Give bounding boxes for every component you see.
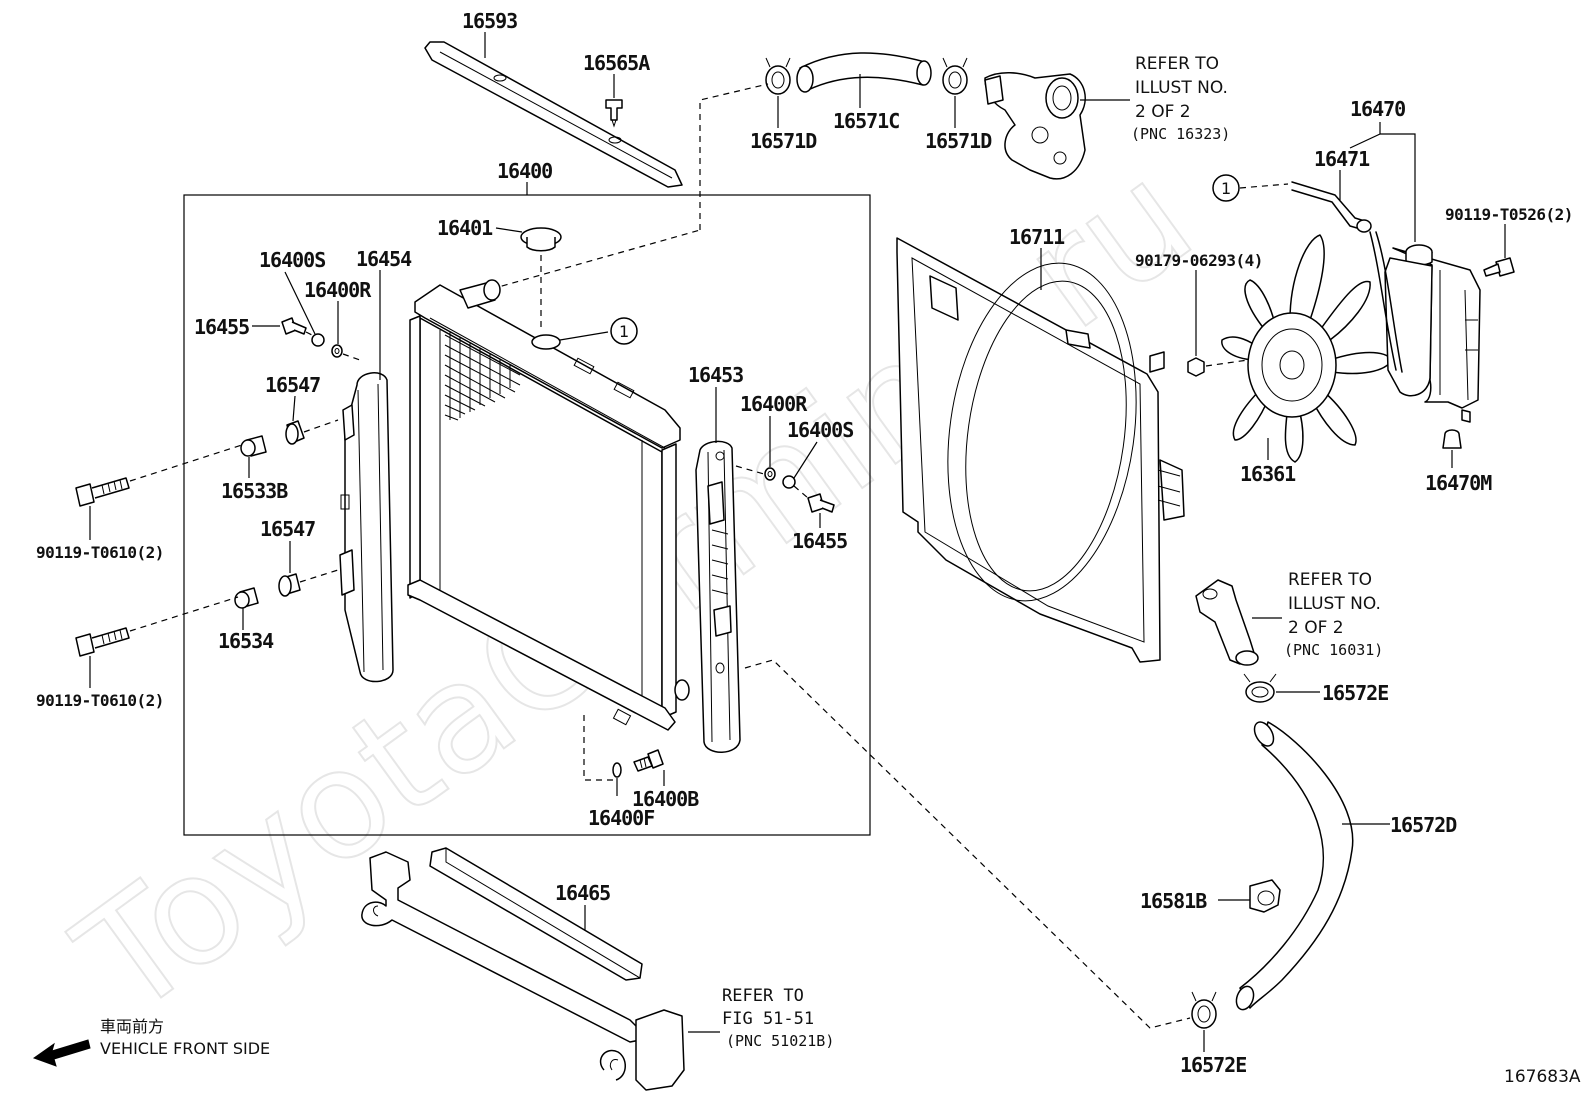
- radiator-filler-neck: [531, 334, 561, 350]
- svg-text:(PNC 51021B): (PNC 51021B): [726, 1032, 834, 1050]
- label-90119-T0526: 90119-T0526(2): [1445, 205, 1573, 224]
- radiator-support-seal-16593[interactable]: [424, 41, 683, 188]
- label-90119-T0610-upper: 90119-T0610(2): [36, 543, 164, 562]
- nut-16400R-right[interactable]: [764, 467, 776, 481]
- label-16400S-right: 16400S: [787, 418, 853, 442]
- nut-90179-06293[interactable]: [1187, 357, 1205, 377]
- svg-text:FIG 51-51: FIG 51-51: [722, 1009, 814, 1029]
- svg-text:車両前方: 車両前方: [100, 1017, 164, 1036]
- hose-clamp-16572E-upper[interactable]: [1243, 673, 1277, 703]
- svg-text:REFER TO: REFER TO: [1288, 570, 1372, 590]
- svg-text:VEHICLE FRONT SIDE: VEHICLE FRONT SIDE: [100, 1039, 270, 1058]
- hose-clamp-16572E-lower[interactable]: [1191, 991, 1217, 1029]
- reservoir-hose-16471[interactable]: [1291, 181, 1403, 373]
- drain-cock-16400B[interactable]: [633, 749, 664, 772]
- vehicle-front-indicator: 車両前方 VEHICLE FRONT SIDE: [32, 1017, 270, 1067]
- clip-16565A[interactable]: [605, 99, 623, 128]
- label-16571D-right: 16571D: [925, 129, 992, 153]
- washer-16400S-left[interactable]: [311, 333, 325, 347]
- label-16470: 16470: [1350, 97, 1405, 121]
- svg-text:ILLUST NO.: ILLUST NO.: [1135, 78, 1228, 98]
- label-16455-right: 16455: [792, 529, 847, 553]
- ref-circle-1-radiator: [610, 317, 638, 345]
- label-16711: 16711: [1009, 225, 1065, 249]
- label-16400B: 16400B: [632, 787, 699, 811]
- label-16453: 16453: [688, 363, 743, 387]
- bolt-90119-T0610-lower[interactable]: [75, 627, 130, 657]
- upper-hose-16571C[interactable]: [796, 52, 932, 93]
- o-ring-16400F[interactable]: [612, 762, 622, 778]
- label-16572E-lower: 16572E: [1180, 1053, 1246, 1077]
- label-16572E-upper: 16572E: [1322, 681, 1388, 705]
- svg-text:ILLUST NO.: ILLUST NO.: [1288, 594, 1381, 614]
- svg-text:REFER TO: REFER TO: [722, 986, 804, 1006]
- bolt-90119-T0610-upper[interactable]: [75, 477, 130, 507]
- label-16581B: 16581B: [1140, 889, 1207, 913]
- label-16400: 16400: [497, 159, 552, 183]
- diagram-id: 167683A: [1504, 1067, 1581, 1087]
- label-16400R-left: 16400R: [304, 278, 372, 302]
- svg-text:1: 1: [619, 322, 629, 341]
- cushion-16547-upper[interactable]: [285, 420, 305, 445]
- label-16534: 16534: [218, 629, 274, 653]
- fan-16361[interactable]: [1221, 234, 1393, 463]
- label-16400F: 16400F: [588, 806, 654, 830]
- svg-text:1: 1: [1221, 179, 1231, 198]
- ref-circle-1-reservoir: [1212, 174, 1240, 202]
- svg-text:(PNC 16031): (PNC 16031): [1284, 641, 1383, 659]
- reservoir-tank-16470[interactable]: [1384, 244, 1481, 423]
- seal-16465[interactable]: [429, 847, 643, 981]
- cushion-16470M[interactable]: [1442, 429, 1462, 449]
- label-16547-lower: 16547: [260, 517, 315, 541]
- bolt-90119-T0526[interactable]: [1483, 257, 1515, 277]
- water-outlet: [1195, 579, 1259, 666]
- label-16361: 16361: [1240, 462, 1296, 486]
- label-90179-06293: 90179-06293(4): [1135, 251, 1263, 270]
- bolt-16455-left[interactable]: [281, 317, 307, 335]
- label-16454: 16454: [356, 247, 412, 271]
- label-16400R-right: 16400R: [740, 392, 808, 416]
- label-16400S-left: 16400S: [259, 248, 325, 272]
- label-16470M: 16470M: [1425, 471, 1492, 495]
- reference-note-pnc-51021B: REFER TO FIG 51-51 (PNC 51021B): [722, 986, 834, 1050]
- label-16572D: 16572D: [1390, 813, 1457, 837]
- radiator-cap-16401[interactable]: [520, 227, 562, 252]
- hose-clamp-16581B[interactable]: [1249, 879, 1281, 913]
- washer-16400S-right[interactable]: [782, 475, 796, 489]
- label-16471: 16471: [1314, 147, 1370, 171]
- water-inlet-housing: [984, 72, 1086, 180]
- svg-text:2 OF 2: 2 OF 2: [1135, 102, 1191, 122]
- nut-16400R-left[interactable]: [331, 344, 343, 358]
- label-90119-T0610-lower: 90119-T0610(2): [36, 691, 164, 710]
- reference-note-pnc-16323: REFER TO ILLUST NO. 2 OF 2 (PNC 16323): [1131, 54, 1230, 143]
- lower-hose-16572D[interactable]: [1233, 719, 1354, 1012]
- label-16571C: 16571C: [833, 109, 899, 133]
- label-16455-left: 16455: [194, 315, 249, 339]
- label-16533B: 16533B: [221, 479, 288, 503]
- collar-16534[interactable]: [234, 587, 259, 609]
- svg-text:2 OF 2: 2 OF 2: [1288, 618, 1344, 638]
- hose-clamp-16571D-left[interactable]: [765, 57, 791, 95]
- collar-16533B[interactable]: [240, 435, 267, 457]
- radiator-16400[interactable]: [407, 279, 690, 731]
- fan-shroud-16711[interactable]: [896, 237, 1185, 663]
- lower-support-bracket: [361, 851, 685, 1091]
- label-16565A: 16565A: [583, 51, 650, 75]
- cushion-16547-lower[interactable]: [278, 573, 301, 597]
- label-16593: 16593: [462, 9, 517, 33]
- arrow-left-icon: [32, 1039, 91, 1067]
- label-16547-upper: 16547: [265, 373, 320, 397]
- radiator-support-16454[interactable]: [339, 372, 394, 683]
- radiator-support-16453[interactable]: [695, 440, 741, 753]
- svg-text:(PNC 16323): (PNC 16323): [1131, 125, 1230, 143]
- bolt-16455-right[interactable]: [807, 493, 835, 513]
- svg-text:REFER TO: REFER TO: [1135, 54, 1219, 74]
- label-16465: 16465: [555, 881, 610, 905]
- reference-note-pnc-16031: REFER TO ILLUST NO. 2 OF 2 (PNC 16031): [1284, 570, 1383, 659]
- label-16571D-left: 16571D: [750, 129, 817, 153]
- label-16401: 16401: [437, 216, 493, 240]
- hose-clamp-16571D-right[interactable]: [942, 57, 968, 95]
